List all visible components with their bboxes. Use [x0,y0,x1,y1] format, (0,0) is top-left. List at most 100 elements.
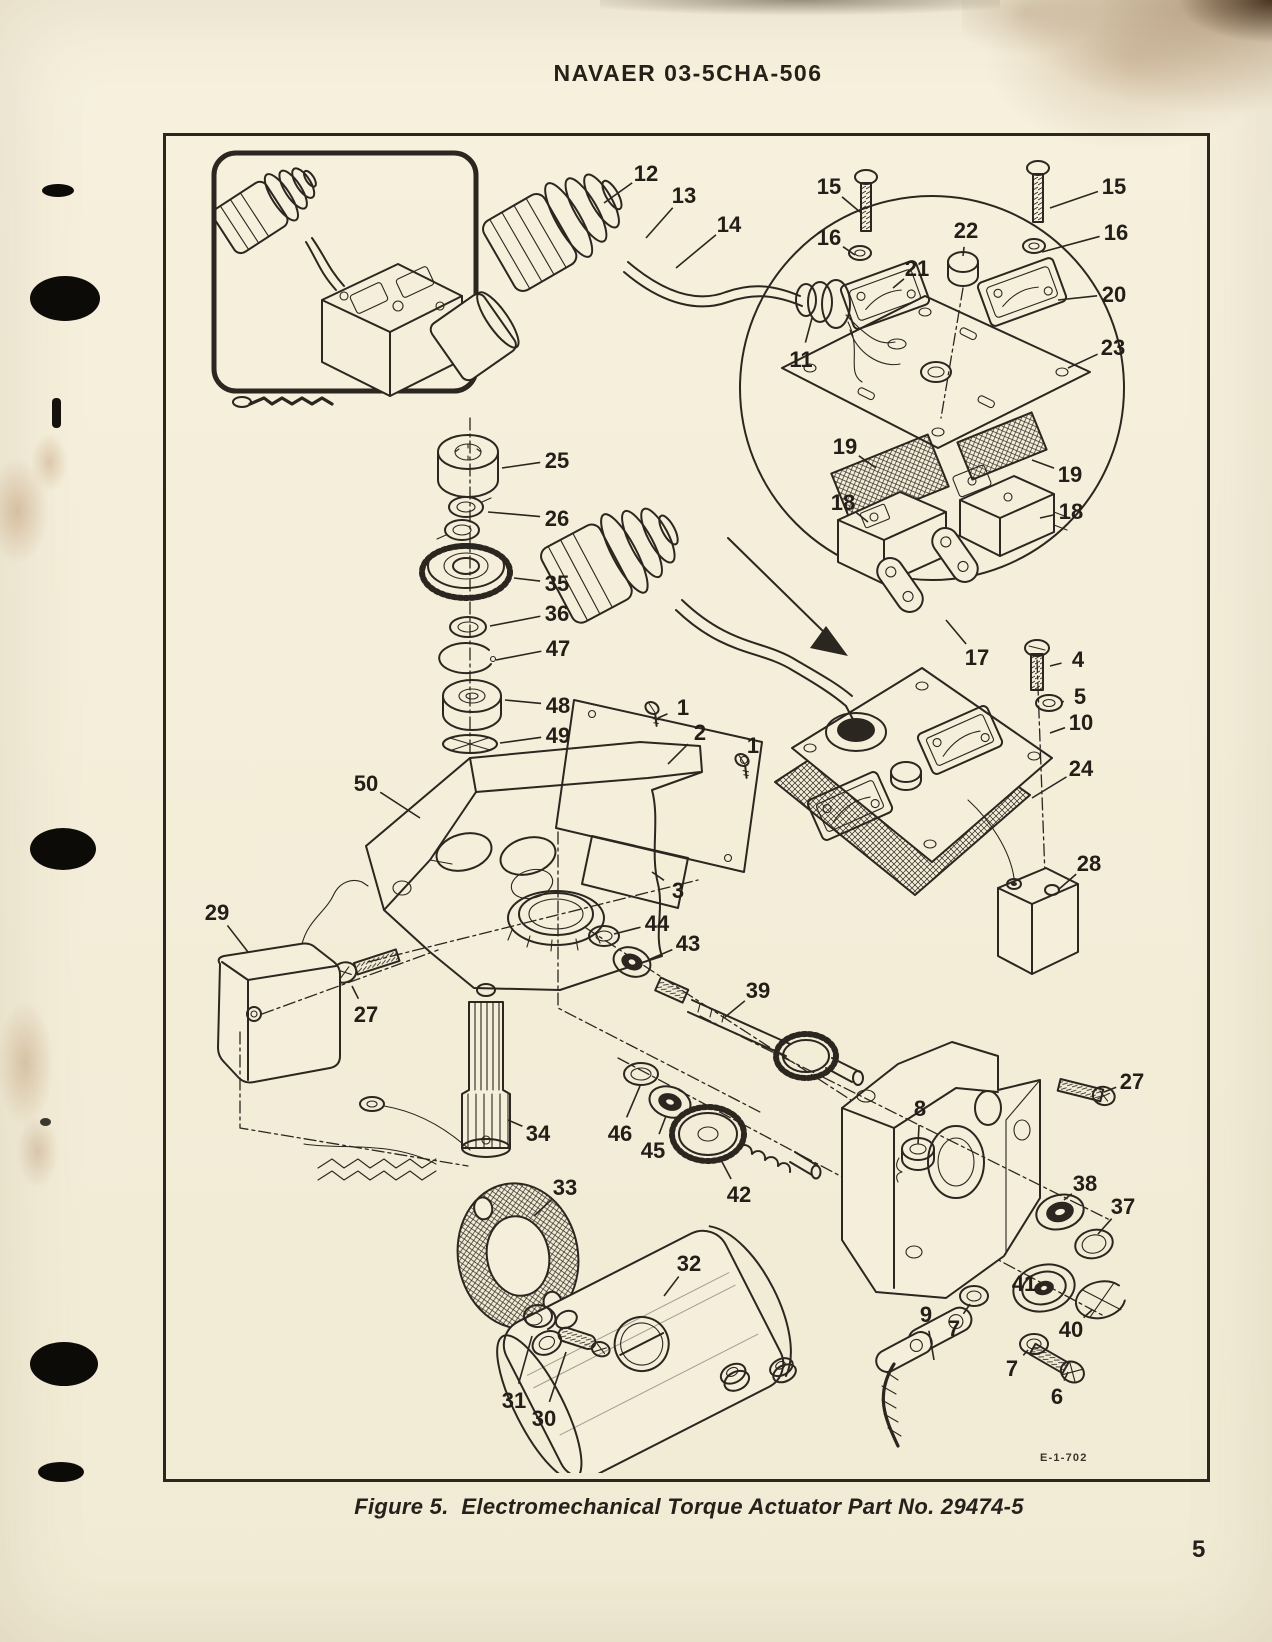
callout-2: 2 [694,720,706,745]
leader-line-24 [1031,776,1067,799]
snap-ring-40 [1074,1280,1126,1320]
callout-27: 27 [354,1002,378,1027]
plate-code: E-1-702 [1040,1452,1088,1464]
left-stain-lower [0,980,90,1200]
leader-line-12 [603,182,633,204]
callout-45: 45 [641,1138,665,1163]
leader-line-19 [858,455,877,469]
plate-20 [976,257,1068,327]
leader-line-35 [513,577,541,582]
pointer-arrow [727,537,848,656]
callout-48: 48 [546,693,570,718]
page-number: 5 [1192,1536,1206,1563]
leader-line-23 [1067,353,1098,369]
leader-line-47 [495,650,542,661]
callout-27: 27 [1120,1069,1144,1094]
leader-line-49 [499,736,542,744]
bearing-48 [442,679,502,731]
binding-mark [40,1118,51,1126]
spline-shaft-34 [461,983,511,1158]
left-stain-upper [0,430,80,610]
callout-9: 9 [920,1302,932,1327]
leader-line-7 [1022,1349,1029,1356]
capacitor-box-28 [967,799,1079,975]
leader-line-28 [1057,873,1077,891]
leader-line-7 [962,1303,971,1315]
leader-line-3 [651,871,665,881]
leader-line-39 [723,1000,746,1019]
leader-line-5 [1061,700,1065,703]
leader-line-40 [1083,1309,1093,1319]
callout-26: 26 [545,506,569,531]
screw-30 [557,1326,611,1358]
callout-46: 46 [608,1121,632,1146]
callout-18: 18 [831,490,855,515]
leader-line-27 [351,985,360,1000]
leader-line-19 [1031,459,1055,469]
gear-35 [419,543,513,601]
callout-15: 15 [817,174,841,199]
leader-line-36 [489,615,541,627]
callout-41: 41 [1012,1271,1036,1296]
connector-plug-2 [540,507,853,707]
leader-line-46 [625,1085,641,1118]
callout-36: 36 [545,601,569,626]
inset-motor [429,291,520,382]
motor-leads [303,1096,471,1181]
callout-1: 1 [747,733,759,758]
callout-20: 20 [1102,282,1126,307]
page-header: NAVAER 03-5CHA-506 [553,60,823,86]
leader-line-11 [804,317,813,343]
callout-24: 24 [1069,756,1094,781]
callout-40: 40 [1059,1317,1083,1342]
fitting-31 [523,1304,557,1330]
callout-37: 37 [1111,1194,1135,1219]
inset-connector-plug [212,167,317,255]
callout-39: 39 [746,978,770,1003]
link-plate-17a [876,557,924,613]
leader-line-37 [1097,1218,1113,1235]
callout-44: 44 [645,911,670,936]
leader-line-21 [892,278,905,289]
callout-14: 14 [717,212,742,237]
callout-7: 7 [948,1316,960,1341]
leader-line-2 [667,743,689,765]
callout-17: 17 [965,645,989,670]
screw-15-right [1022,160,1050,254]
leader-line-42 [719,1157,732,1180]
binding-mark [30,1342,98,1386]
binding-mark [38,1462,84,1482]
callout-3: 3 [672,878,684,903]
callout-31: 31 [502,1388,526,1413]
leader-line-34 [507,1119,523,1127]
callout-35: 35 [545,571,569,596]
leader-line-43 [647,948,673,961]
leader-line-14 [675,234,717,269]
callout-18: 18 [1059,499,1083,524]
callout-1: 1 [677,695,689,720]
callout-50: 50 [354,771,378,796]
snap-ring-47 [438,642,497,675]
leader-line-20 [1057,295,1098,301]
callout-23: 23 [1101,335,1125,360]
leader-line-18 [1039,513,1055,519]
callout-8: 8 [914,1096,926,1121]
bearing-41 [1012,1263,1076,1313]
link-plate-17b [931,527,979,583]
top-edge-smudge [600,0,1000,16]
leader-line-15 [841,196,861,213]
leader-line-1 [657,713,668,719]
callout-19: 19 [1058,462,1082,487]
callout-22: 22 [954,218,978,243]
resistor-box-29 [217,879,469,1167]
idler-gear-42 [617,1057,1105,1317]
leader-line-10 [1049,726,1066,734]
ring-49 [442,734,498,754]
leader-line-16 [1041,235,1100,253]
callout-38: 38 [1073,1171,1097,1196]
connector-plug [482,173,803,308]
leader-line-15 [1049,190,1099,209]
figure-caption: Figure 5. Electromechanical Torque Actua… [354,1494,1024,1519]
plate-21 [839,260,931,330]
